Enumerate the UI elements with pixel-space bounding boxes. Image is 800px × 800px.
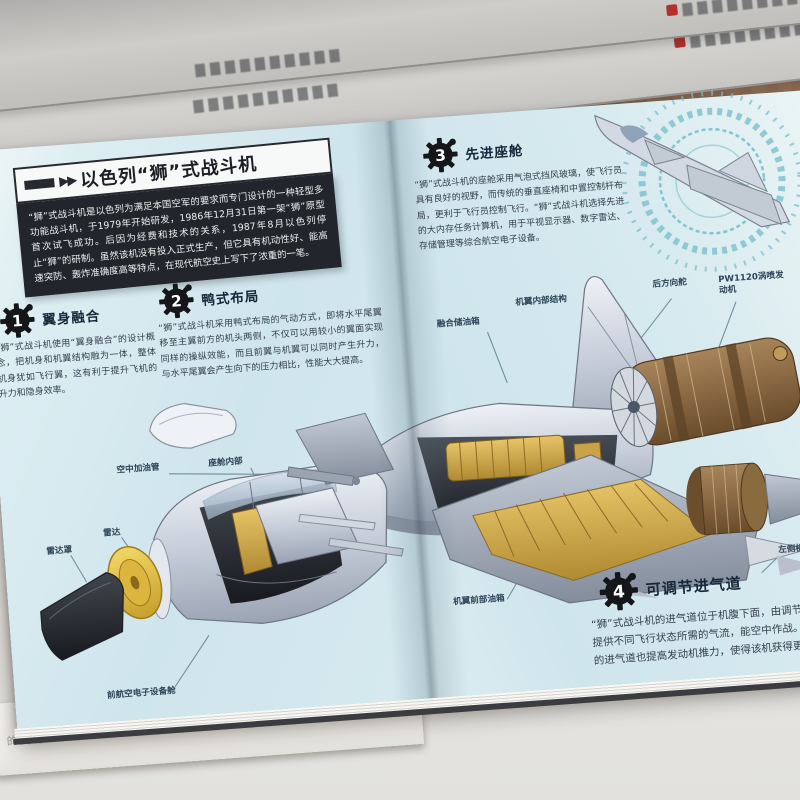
svg-text:2: 2 [170, 292, 182, 311]
engine [610, 337, 800, 447]
section-4-heading: 4 可调节进气道 [597, 562, 743, 612]
book-spine-text-smudge [681, 0, 800, 17]
section-1-body: “狮”式战斗机使用“翼身融合”的设计概念，把机身和机翼结构融为一体，整体机身犹如… [0, 332, 158, 400]
double-arrow-icon: ▶▶ [58, 172, 76, 190]
refueling-probe [286, 466, 361, 486]
section-3-heading: 3 先进座舱 [421, 131, 524, 174]
svg-text:3: 3 [434, 146, 446, 165]
label-leader-lines [70, 298, 787, 691]
book-spine-text-smudge [194, 48, 346, 78]
radome [40, 572, 124, 661]
missiles [298, 513, 404, 557]
section-3-body: “狮”式战斗机的座舱采用气泡式挡风玻璃，使飞行员具有良好的视野，而传统的垂直座椅… [414, 165, 626, 253]
section-1-heading: 1 翼身融合 [0, 296, 101, 339]
publisher-mark-icon [665, 4, 679, 17]
jet-silhouette [594, 114, 791, 228]
aft-nozzle-parts [686, 462, 800, 536]
label-cockpit-interior: 座舱内部 [208, 456, 244, 469]
label-radome: 雷达罩 [46, 545, 73, 557]
svg-text:1: 1 [11, 312, 23, 331]
aircraft-cutaway-illustration [40, 276, 800, 691]
open-book: ▶▶ 以色列“狮”式战斗机 “狮”式战斗机是以色列为满足本国空军的要求而专门设计… [0, 90, 800, 745]
detached-canopy [149, 402, 237, 449]
svg-text:4: 4 [612, 582, 625, 603]
title-bar-decoration [24, 177, 55, 190]
gear-number-icon: 1 [0, 303, 35, 338]
gear-number-icon: 2 [159, 283, 194, 319]
label-radar: 雷达 [102, 527, 121, 539]
label-rear-rudder: 后方向舵 [652, 277, 688, 290]
section-4: 4 可调节进气道 “狮”式战斗机的进气道位于机腹下面，由调节流量，能为发动机提供… [585, 546, 800, 667]
label-left-wing: 左侧机翼 [777, 542, 800, 556]
gear-number-icon: 3 [423, 137, 458, 173]
main-wing [431, 454, 800, 604]
section-2-heading: 2 鸭式布局 [157, 277, 260, 320]
gear-number-icon: 4 [599, 572, 639, 611]
